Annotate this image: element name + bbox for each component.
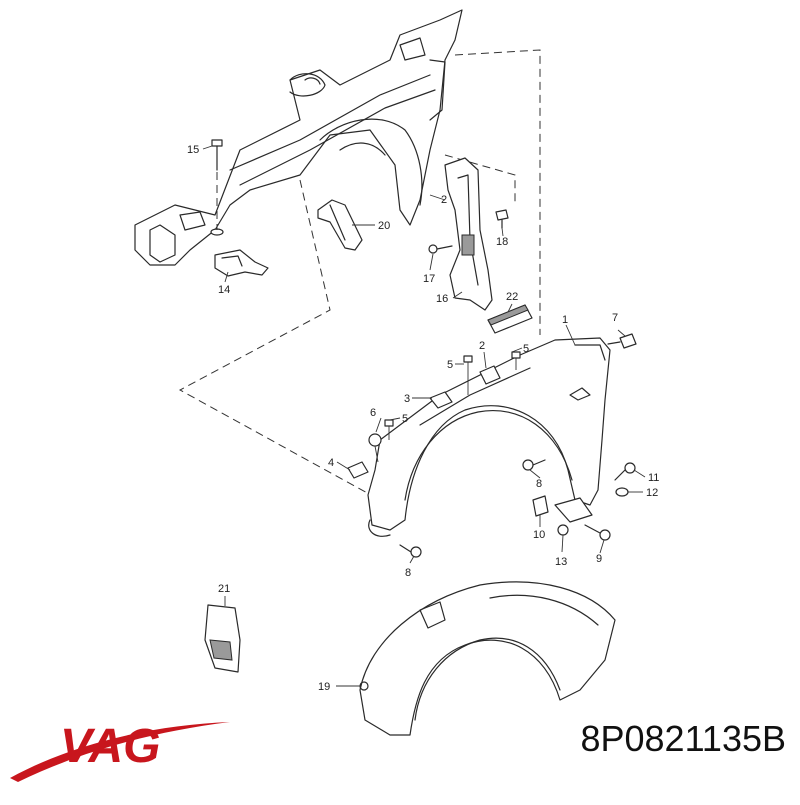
front-body-structure (134, 9, 463, 266)
callout-14: 14 (218, 284, 230, 296)
callout-5-b: 5 (523, 343, 529, 355)
strip-22 (487, 304, 533, 334)
dashed-link-bracket (444, 154, 516, 205)
nut-6 (368, 433, 382, 463)
clip-3 (429, 391, 453, 409)
logo-text: VAG (60, 720, 160, 773)
bolt-17 (428, 244, 453, 254)
bolt-7 (607, 333, 637, 349)
bracket-20 (317, 199, 363, 251)
bolt-8-b (399, 544, 422, 558)
callout-3: 3 (404, 393, 410, 405)
bolt-15 (210, 139, 224, 236)
callout-18: 18 (496, 236, 508, 248)
washer-12 (615, 487, 629, 497)
callout-4: 4 (328, 457, 334, 469)
callout-16: 16 (436, 293, 448, 305)
screw-5-c (384, 419, 394, 440)
dashed-link-body-to-fender (454, 49, 541, 335)
callout-7: 7 (612, 312, 618, 324)
callout-19: 19 (318, 681, 330, 693)
bracket-14 (214, 249, 269, 277)
callout-2-a: 2 (479, 340, 485, 352)
vag-logo: VAG (10, 720, 230, 782)
dashed-link-rail-to-fender (178, 179, 381, 501)
screw-5-b (511, 351, 521, 370)
bolt-8-a (522, 459, 546, 471)
clip-4 (347, 461, 369, 479)
callout-6: 6 (370, 407, 376, 419)
callout-10: 10 (533, 529, 545, 541)
screw-11 (614, 462, 636, 481)
part-number: 8P0821135B (580, 718, 786, 759)
seal-21 (204, 604, 241, 673)
nut-13 (557, 524, 569, 536)
callout-17: 17 (423, 273, 435, 285)
callout-15: 15 (187, 144, 199, 156)
callout-8-b: 8 (405, 567, 411, 579)
callout-1: 1 (562, 314, 568, 326)
bracket-lower (554, 497, 593, 523)
screw-5-a (463, 355, 473, 395)
callout-5-c: 5 (402, 413, 408, 425)
callout-9: 9 (596, 553, 602, 565)
callout-13: 13 (555, 556, 567, 568)
leader-lines (202, 145, 646, 687)
callout-2-b: 2 (441, 194, 447, 206)
callout-21: 21 (218, 583, 230, 595)
callout-8-a: 8 (536, 478, 542, 490)
callout-12: 12 (646, 487, 658, 499)
side-panel-16 (444, 157, 493, 311)
callout-11: 11 (648, 472, 659, 484)
bracket-10 (532, 495, 549, 517)
clip-2 (479, 365, 501, 385)
bolt-9 (584, 524, 611, 541)
callout-5-a: 5 (447, 359, 453, 371)
wheel-liner-19 (359, 581, 616, 736)
fender-1 (367, 337, 611, 537)
bolt-18 (495, 209, 509, 229)
callout-labels: 1 2 2 3 4 5 5 5 6 7 8 8 9 10 11 12 13 14… (187, 144, 659, 693)
callout-20: 20 (378, 220, 390, 232)
callout-22: 22 (506, 291, 518, 303)
